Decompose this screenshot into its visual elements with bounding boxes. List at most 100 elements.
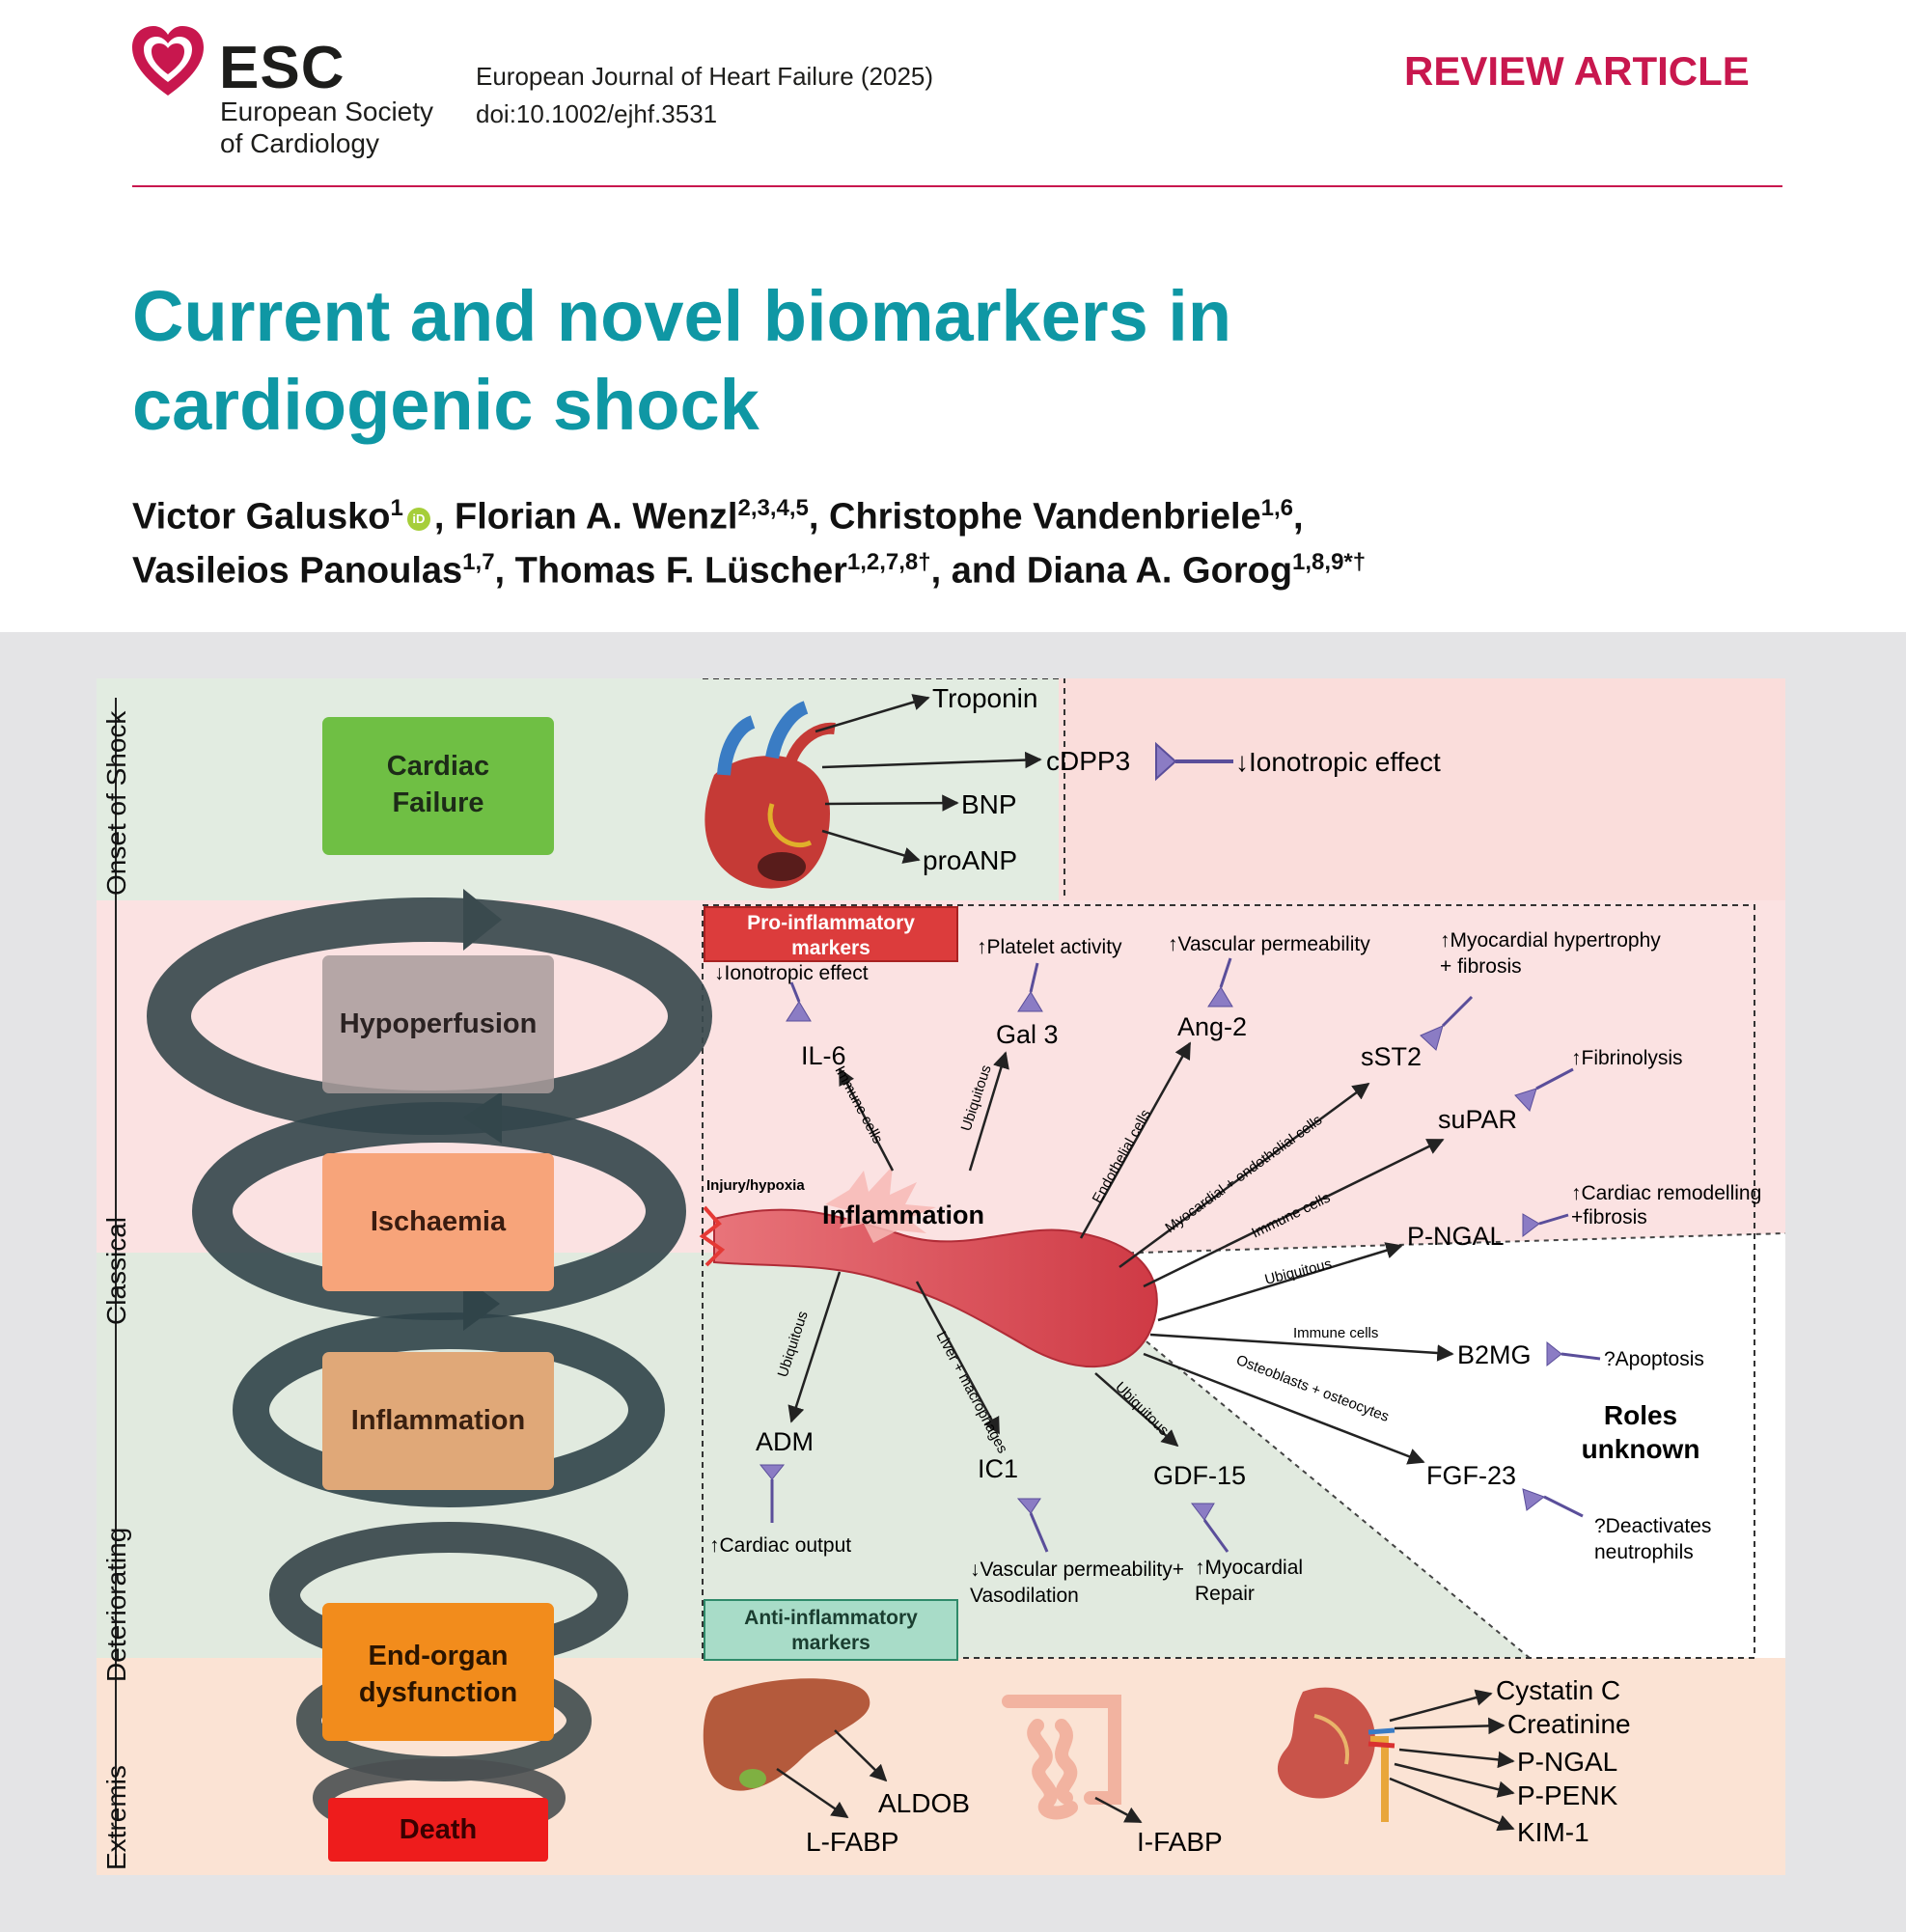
marker-effect: ?Apoptosis xyxy=(1604,1348,1704,1370)
marker-label: FGF-23 xyxy=(1426,1461,1516,1490)
marker-effect: ↑Myocardial xyxy=(1195,1557,1303,1579)
shock-spiral xyxy=(147,889,712,1837)
affiliation-marker: 2,3,4,5 xyxy=(737,495,809,521)
cdpp3-effect: ↓Ionotropic effect xyxy=(1235,747,1441,777)
stage-hypoperfusion: Hypoperfusion xyxy=(322,955,554,1093)
author-name[interactable]: Vasileios Panoulas xyxy=(132,550,463,592)
timeline-axis: Onset of Shock Classical Deteriorating E… xyxy=(101,698,131,1870)
svg-text:Anti-inflammatory: Anti-inflammatory xyxy=(744,1607,918,1629)
marker-label: ADM xyxy=(756,1427,814,1456)
timeline-onset-label: Onset of Shock xyxy=(101,710,131,896)
doi-link[interactable]: doi:10.1002/ejhf.3531 xyxy=(476,99,718,128)
roles-unknown-label: Roles xyxy=(1604,1400,1677,1430)
header-divider xyxy=(132,185,1782,187)
affiliation-marker: 1,6 xyxy=(1260,495,1294,521)
author-separator: , and xyxy=(930,550,1027,592)
graphical-abstract: Onset of Shock Classical Deteriorating E… xyxy=(97,678,1785,1875)
blood-vessel-icon xyxy=(699,1166,1158,1368)
anti-inflammatory-box: Anti-inflammatory markers xyxy=(704,1599,958,1661)
marker-effect: ↑Cardiac remodelling xyxy=(1571,1182,1761,1204)
author-list-line2: Vasileios Panoulas1,7, Thomas F. Lüscher… xyxy=(132,549,1366,593)
marker-cdpp3: cDPP3 xyxy=(1046,746,1130,776)
stage-label: Ischaemia xyxy=(371,1206,507,1237)
marker-label: sST2 xyxy=(1361,1042,1422,1071)
roles-unknown-label-2: unknown xyxy=(1582,1434,1700,1464)
marker-effect-2: neutrophils xyxy=(1594,1541,1694,1563)
marker-label: IC1 xyxy=(978,1454,1018,1483)
intestine-icon xyxy=(1002,1695,1121,1820)
marker-effect: ↑Myocardial hypertrophy xyxy=(1440,929,1661,952)
affiliation-marker: 1 xyxy=(390,495,403,521)
marker-effect-2: Vasodilation xyxy=(970,1585,1079,1607)
author-name[interactable]: Christophe Vandenbriele xyxy=(829,496,1261,538)
marker-kim1: KIM-1 xyxy=(1517,1817,1589,1847)
marker-source: Immune cells xyxy=(1293,1325,1378,1341)
marker-l-fabp: L-FABP xyxy=(806,1827,898,1857)
marker-label: suPAR xyxy=(1438,1105,1517,1134)
marker-b2mg: B2MG Immune cells ?Apoptosis xyxy=(1149,1325,1704,1370)
marker-effect: ↑Platelet activity xyxy=(977,936,1122,958)
esc-wordmark: ESC xyxy=(219,35,345,101)
author-name[interactable]: Thomas F. Lüscher xyxy=(514,550,847,592)
org-name-line1: European Society xyxy=(220,97,434,126)
stage-death: Death xyxy=(328,1798,548,1862)
author-separator: , xyxy=(1293,496,1304,538)
affiliation-marker: 1,2,7,8† xyxy=(846,549,931,575)
stage-label: Hypoperfusion xyxy=(340,1008,538,1039)
marker-effect: ↑Cardiac output xyxy=(709,1534,851,1557)
receptor-icon xyxy=(1155,741,1233,782)
marker-proanp: proANP xyxy=(923,845,1017,875)
marker-cystatin-c: Cystatin C xyxy=(1496,1675,1620,1705)
timeline-classical-label: Classical xyxy=(101,1217,131,1325)
pro-inflammatory-box: Pro-inflammatory markers xyxy=(704,906,958,962)
marker-label: Gal 3 xyxy=(996,1020,1059,1049)
heart-icon xyxy=(704,701,836,889)
author-name[interactable]: Victor Galusko xyxy=(132,496,391,538)
marker-effect: ↓Vascular permeability+ xyxy=(970,1559,1184,1581)
svg-text:markers: markers xyxy=(791,1632,870,1654)
marker-creatinine: Creatinine xyxy=(1507,1709,1631,1739)
intestine-marker-arrow xyxy=(1094,1796,1143,1824)
affiliation-marker: 1,8,9*† xyxy=(1292,549,1367,575)
marker-effect-2: + fibrosis xyxy=(1440,955,1522,978)
author-separator: , xyxy=(494,550,515,592)
marker-effect: ↑Vascular permeability xyxy=(1168,933,1370,955)
liver-icon xyxy=(703,1678,870,1791)
journal-name: European Journal of Heart Failure (2025) xyxy=(476,62,934,91)
author-name[interactable]: Florian A. Wenzl xyxy=(455,496,738,538)
org-name-line2: of Cardiology xyxy=(220,128,379,158)
marker-region-outline xyxy=(702,904,1755,1659)
affiliation-marker: 1,7 xyxy=(462,549,495,575)
kidney-marker-arrows xyxy=(1389,1689,1515,1832)
inflammation-label: Inflammation xyxy=(822,1201,984,1229)
marker-effect-2: Repair xyxy=(1195,1583,1255,1605)
injury-hypoxia-label: Injury/hypoxia xyxy=(706,1177,805,1194)
marker-effect: ↓Ionotropic effect xyxy=(714,962,869,984)
marker-i-fabp: I-FABP xyxy=(1137,1827,1223,1857)
band-cardiac-effects xyxy=(1059,678,1785,900)
marker-troponin: Troponin xyxy=(932,683,1037,713)
marker-effect: ↑Fibrinolysis xyxy=(1571,1047,1683,1069)
cardiac-marker-arrows xyxy=(815,694,1042,864)
svg-text:markers: markers xyxy=(791,937,870,959)
marker-p-ngal-kidney: P-NGAL xyxy=(1517,1747,1617,1777)
marker-effect-2: +fibrosis xyxy=(1571,1206,1647,1228)
marker-gdf15: GDF-15 Ubiquitous ↑Myocardial Repair xyxy=(1094,1372,1303,1605)
article-title-line1: Current and novel biomarkers in xyxy=(132,276,1232,356)
kidney-icon xyxy=(1277,1687,1395,1822)
marker-effect: ?Deactivates xyxy=(1594,1515,1711,1537)
author-separator: , xyxy=(808,496,829,538)
marker-bnp: BNP xyxy=(961,789,1017,819)
orcid-icon[interactable]: iD xyxy=(406,507,430,531)
marker-label: P-NGAL xyxy=(1407,1222,1505,1251)
author-separator: , xyxy=(433,496,455,538)
author-name[interactable]: Diana A. Gorog xyxy=(1026,550,1293,592)
timeline-extremis-label: Extremis xyxy=(101,1765,131,1870)
stage-inflammation: Inflammation xyxy=(322,1352,554,1490)
marker-p-penk: P-PENK xyxy=(1517,1780,1618,1810)
